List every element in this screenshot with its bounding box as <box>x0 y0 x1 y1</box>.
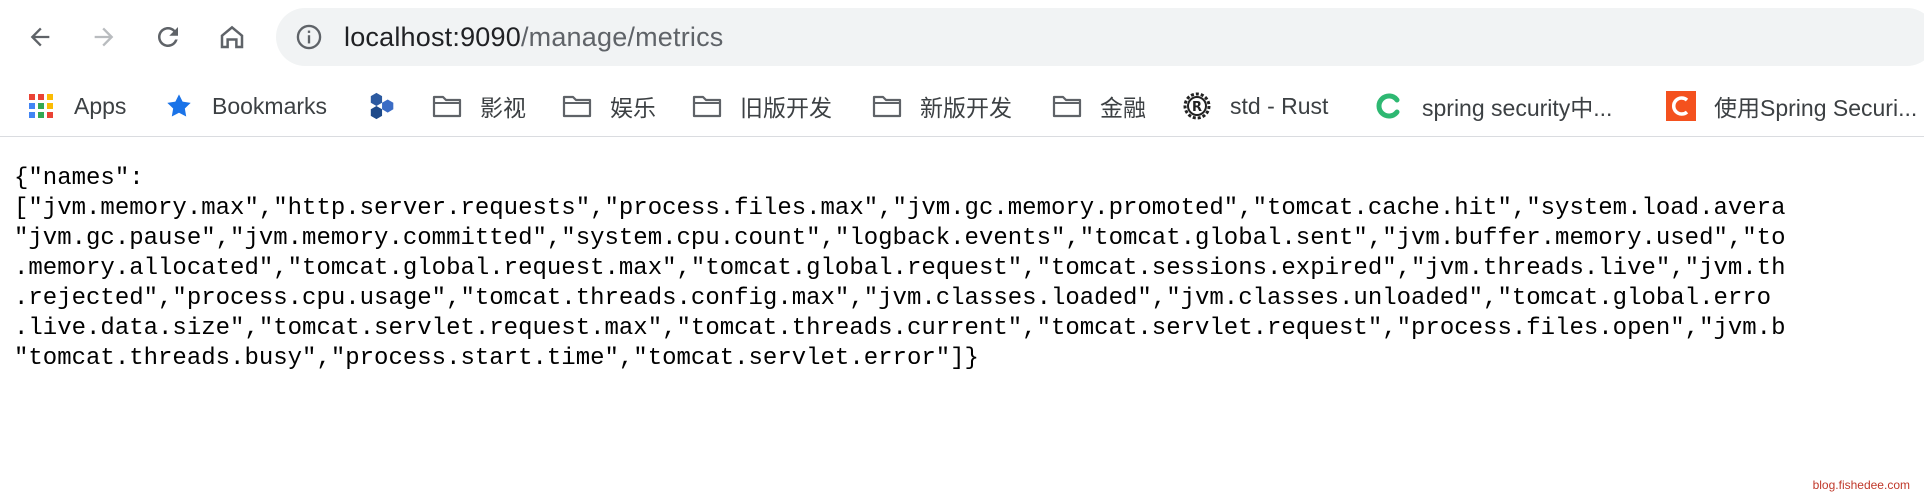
json-line: ["jvm.memory.max","http.server.requests"… <box>14 195 1786 222</box>
bookmark-folder-film[interactable]: 影视 <box>432 76 526 136</box>
json-content: {"names": ["jvm.memory.max","http.server… <box>14 164 1924 404</box>
reload-button[interactable] <box>146 15 190 59</box>
json-line: "jvm.gc.pause","jvm.memory.committed","s… <box>14 225 1786 252</box>
back-button[interactable] <box>18 15 62 59</box>
bookmark-label: 新版开发 <box>920 95 1012 121</box>
address-bar[interactable]: localhost:9090/manage/metrics <box>276 8 1924 66</box>
star-icon <box>164 91 194 121</box>
bookmark-label: 使用Spring Securi... <box>1714 95 1918 121</box>
arrow-left-icon <box>30 27 50 47</box>
home-button[interactable] <box>210 15 254 59</box>
forward-button[interactable] <box>82 15 126 59</box>
url-host: localhost:9090 <box>344 21 521 52</box>
green-c-icon <box>1374 91 1404 121</box>
arrow-right-icon <box>94 27 114 47</box>
bookmark-folder-finance[interactable]: 金融 <box>1052 76 1146 136</box>
bookmark-bookmarks[interactable]: Bookmarks <box>164 76 327 136</box>
bookmark-label: std - Rust <box>1230 92 1329 119</box>
reload-icon <box>158 27 178 47</box>
folder-icon <box>432 91 462 121</box>
bookmark-apps[interactable]: Apps <box>26 76 126 136</box>
bookmark-label: spring security中... <box>1422 95 1613 121</box>
bookmark-spring-security[interactable]: spring security中... <box>1374 76 1612 136</box>
folder-icon <box>692 91 722 121</box>
home-icon <box>220 25 244 49</box>
bookmark-folder-new-dev[interactable]: 新版开发 <box>872 76 1012 136</box>
bookmark-label: 影视 <box>480 95 526 121</box>
json-line: {"names": <box>14 165 144 192</box>
url-text[interactable]: localhost:9090/manage/metrics <box>344 22 724 53</box>
orange-c-icon <box>1666 91 1696 121</box>
hexagon-cluster-icon <box>368 91 398 121</box>
apps-grid-icon <box>26 91 56 121</box>
rust-icon: R <box>1182 91 1212 121</box>
bookmark-label: 旧版开发 <box>740 95 832 121</box>
bookmark-label: Apps <box>74 92 127 119</box>
json-line: .rejected","process.cpu.usage","tomcat.t… <box>14 285 1772 312</box>
bookmark-label: 金融 <box>1100 95 1146 121</box>
bookmark-spring-security-2[interactable]: 使用Spring Securi... <box>1666 76 1917 136</box>
json-line: .memory.allocated","tomcat.global.reques… <box>14 255 1786 282</box>
bookmark-label: Bookmarks <box>212 92 328 119</box>
watermark: blog.fishedee.com <box>1812 478 1910 492</box>
folder-icon <box>562 91 592 121</box>
bookmark-std-rust[interactable]: R std - Rust <box>1182 76 1328 136</box>
bookmark-hexagon[interactable] <box>368 76 416 136</box>
url-path: /manage/metrics <box>520 21 724 52</box>
bookmark-label: 娱乐 <box>610 95 656 121</box>
svg-text:R: R <box>1192 100 1202 115</box>
folder-icon <box>872 91 902 121</box>
json-line: "tomcat.threads.busy","process.start.tim… <box>14 345 979 372</box>
json-line: .live.data.size","tomcat.servlet.request… <box>14 315 1786 342</box>
bookmark-folder-old-dev[interactable]: 旧版开发 <box>692 76 832 136</box>
bookmark-folder-entertainment[interactable]: 娱乐 <box>562 76 656 136</box>
info-icon[interactable] <box>294 22 324 52</box>
browser-toolbar: localhost:9090/manage/metrics <box>0 0 1924 74</box>
folder-icon <box>1052 91 1082 121</box>
bookmarks-bar: Apps Bookmarks <box>0 76 1924 137</box>
